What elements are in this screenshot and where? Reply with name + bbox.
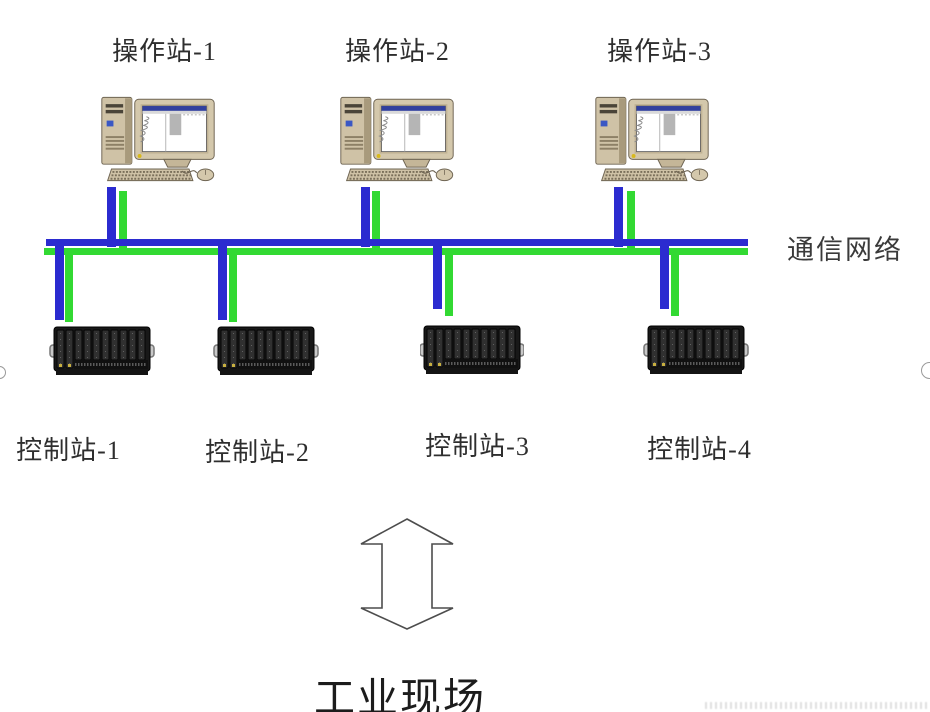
industrial-field-label: 工业现场 <box>314 675 486 712</box>
controller-rack-icon <box>46 325 158 379</box>
control-station-2-label: 控制站-2 <box>205 438 310 467</box>
operator-computer-icon <box>96 92 220 186</box>
ctrl3-bus-b-link <box>445 248 453 316</box>
op2-bus-b-link <box>372 191 380 255</box>
op2-bus-a-link <box>361 187 370 247</box>
op1-bus-a-link <box>107 187 116 247</box>
op1-bus-b-link <box>119 191 127 255</box>
watermark <box>705 702 927 709</box>
op3-bus-a-link <box>614 187 623 247</box>
controller-rack-icon <box>212 325 320 379</box>
operator-computer-icon <box>590 92 714 186</box>
control-station-4-label: 控制站-4 <box>647 435 752 464</box>
ctrl2-bus-a-link <box>218 239 227 320</box>
operator-station-2-label: 操作站-2 <box>345 37 450 66</box>
ctrl3-bus-a-link <box>433 239 442 309</box>
resize-handle-right <box>921 362 930 379</box>
controller-rack-icon <box>420 324 524 378</box>
bus-green-line <box>44 248 748 255</box>
bus-blue-line <box>46 239 748 246</box>
ctrl4-bus-a-link <box>660 239 669 309</box>
ctrl1-bus-a-link <box>55 239 64 320</box>
ctrl1-bus-b-link <box>65 248 73 322</box>
operator-computer-icon <box>335 92 459 186</box>
op3-bus-b-link <box>627 191 635 255</box>
control-station-3-label: 控制站-3 <box>425 432 530 461</box>
ctrl2-bus-b-link <box>229 248 237 322</box>
double-arrow-icon <box>360 518 454 630</box>
operator-station-3-label: 操作站-3 <box>607 37 712 66</box>
resize-handle-left <box>0 366 6 379</box>
network-label: 通信网络 <box>787 235 903 265</box>
control-station-1-label: 控制站-1 <box>16 436 121 465</box>
ctrl4-bus-b-link <box>671 248 679 316</box>
operator-station-1-label: 操作站-1 <box>112 37 217 66</box>
controller-rack-icon <box>642 324 750 378</box>
